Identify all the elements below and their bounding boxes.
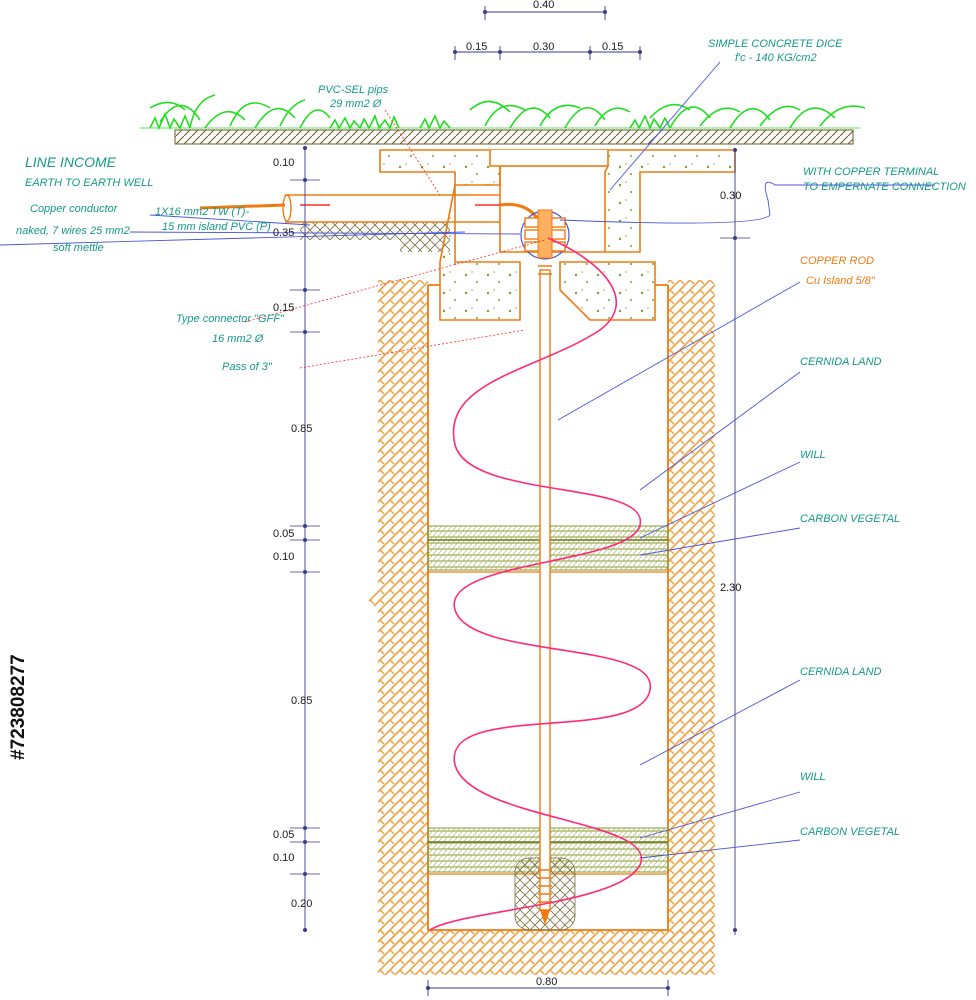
spiral-wire: [429, 237, 651, 931]
label-earth-to-earth: EARTH TO EARTH WELL: [25, 177, 153, 189]
dim-bottom: 0.80: [536, 976, 557, 988]
ground-surface: [174, 129, 854, 145]
label-pass: Pass of 3": [222, 361, 273, 373]
leader-lines: [0, 61, 935, 859]
dim-top-total: 0.40: [533, 0, 554, 11]
label-will-1: WILL: [800, 449, 826, 461]
label-conductor-3: soft mettle: [53, 242, 104, 254]
label-concrete-1: SIMPLE CONCRETE DICE: [708, 38, 843, 50]
conductor-left: [199, 203, 286, 210]
label-connector-2: 16 mm2 Ø: [212, 333, 265, 345]
label-line-income: LINE INCOME: [25, 154, 117, 170]
grass: [140, 94, 866, 131]
dimension-ext: [290, 179, 750, 875]
dim-left-8: 0.10: [273, 852, 294, 864]
dim-left-7: 0.05: [273, 829, 294, 841]
dim-right-total: 2.30: [720, 582, 741, 594]
dim-top-mid: 0.30: [533, 41, 554, 53]
label-carbon-2: CARBON VEGETAL: [800, 826, 900, 838]
label-terminal-1: WITH COPPER TERMINAL: [803, 166, 939, 178]
label-tw-2: 15 mm island PVC (P): [162, 221, 271, 233]
soil-right: [668, 280, 715, 940]
soil-under-slab: [300, 222, 450, 240]
label-cernida-1: CERNIDA LAND: [800, 356, 882, 368]
label-conductor-1: Copper conductor: [30, 203, 119, 215]
label-conductor-2: naked, 7 wires 25 mm2: [16, 225, 130, 237]
label-copper-rod-1: COPPER ROD: [800, 255, 874, 267]
dim-left-5: 0.10: [273, 551, 294, 563]
dim-left-3: 0.85: [291, 423, 312, 435]
dim-left-1: 0.35: [273, 227, 294, 239]
dim-left-9: 0.20: [291, 898, 312, 910]
pvc-pipe: [282, 194, 500, 223]
label-pvc-1: PVC-SEL pips: [318, 84, 389, 96]
soil-bottom: [378, 930, 715, 975]
label-pvc-2: 29 mm2 Ø: [329, 98, 383, 110]
label-tw-1: 1X16 mm2 TW (T)-: [155, 206, 249, 218]
dim-left-0: 0.10: [273, 157, 294, 169]
soil-under-slab-2: [400, 240, 450, 252]
label-cernida-2: CERNIDA LAND: [800, 666, 882, 678]
dim-left-6: 0.85: [291, 695, 312, 707]
connector: [520, 209, 570, 260]
red-leaders: [244, 109, 546, 369]
label-will-2: WILL: [800, 771, 826, 783]
dim-left-2: 0.15: [273, 302, 294, 314]
label-carbon-1: CARBON VEGETAL: [800, 513, 900, 525]
dim-top-left: 0.15: [466, 41, 487, 53]
dim-right-top: 0.30: [720, 190, 741, 202]
dimension-ticks: [303, 10, 737, 990]
dim-top-right: 0.15: [602, 41, 623, 53]
soil-left: [368, 280, 428, 950]
concrete-dice: [379, 149, 736, 321]
dim-left-4: 0.05: [273, 528, 294, 540]
label-copper-rod-2: Cu Island 5/8": [806, 275, 876, 287]
stock-watermark-id: #723808277: [8, 654, 29, 760]
label-concrete-2: f'c - 140 KG/cm2: [735, 52, 817, 64]
label-terminal-2: TO EMPERNATE CONNECTION: [803, 181, 966, 193]
label-connector-1: Type connector "GFF": [176, 313, 285, 325]
copper-rod: [538, 249, 552, 925]
